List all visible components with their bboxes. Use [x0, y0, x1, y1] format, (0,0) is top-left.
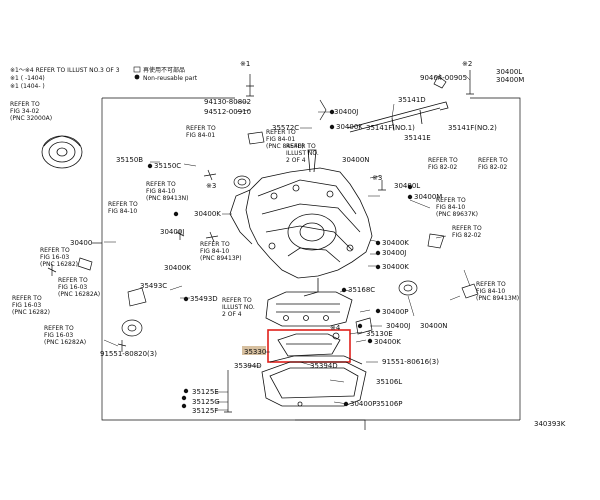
legend-sym-1: 再使用不可部品 [143, 66, 185, 74]
star-marker-1: ※1 [240, 60, 250, 68]
refer-16-03-d[interactable]: REFER TO FIG 16-03 (PNC 16282A) [44, 325, 86, 346]
star-markers: ※1 ※2 ※3 ※3 ※4 [206, 60, 472, 332]
legend-dot-icon [134, 74, 140, 80]
refer-34-02[interactable]: REFER TO FIG 34-02 (PNC 32000A) [10, 101, 52, 122]
part-94130-80802[interactable]: 94130-80802 [204, 98, 251, 106]
part-30400j-top[interactable]: 30400J [334, 108, 358, 116]
part-91551-80616[interactable]: 91551-80616(3) [382, 358, 439, 366]
part-30400k-left-2[interactable]: 30400K [164, 264, 191, 272]
part-30400l-top[interactable]: 30400L [496, 68, 522, 76]
leader-lines [103, 73, 471, 411]
part-35168c[interactable]: 35168C [348, 286, 375, 294]
refer-84-10-b[interactable]: REFER TO FIG 84-10 [108, 201, 140, 215]
legend: ※1～※4 REFER TO ILLUST NO.3 OF 3 ※1 ( -14… [10, 66, 198, 90]
part-dots [147, 109, 413, 409]
highlight-box [267, 329, 351, 363]
oil-pan [261, 361, 367, 407]
refer-82-02-b[interactable]: REFER TO FIG 82-02 [478, 157, 510, 171]
refer-84-10-c[interactable]: REFER TO FIG 84-10 (PNC 89637K) [436, 197, 478, 218]
part-35125g[interactable]: 35125G [192, 398, 220, 406]
refer-16-03-b[interactable]: REFER TO FIG 16-03 (PNC 16282A) [58, 277, 100, 298]
part-30400p-bottom[interactable]: 30400P [350, 400, 377, 408]
oil-strainer [277, 332, 341, 357]
part-35493d[interactable]: 35493D [190, 295, 218, 303]
pan-gasket [269, 355, 363, 365]
refer-16-03-a[interactable]: REFER TO FIG 16-03 (PNC 16282) [40, 247, 78, 268]
part-35394d-right[interactable]: 35394D [310, 362, 338, 370]
refer-illust-2-of-4-a[interactable]: REFER TO ILLUST NO. 2 OF 4 [286, 143, 321, 164]
part-30400m-mid[interactable]: 30400M [414, 193, 442, 201]
part-94512-00910[interactable]: 94512-00910 [204, 108, 251, 116]
small-parts [47, 70, 479, 413]
part-35493c[interactable]: 35493C [140, 282, 167, 290]
part-35125f[interactable]: 35125F [192, 407, 218, 415]
shift-shaft [347, 101, 449, 133]
part-35330[interactable]: 35330 [244, 348, 266, 356]
part-30400n-bottom[interactable]: 30400N [420, 322, 448, 330]
legend-line-3: ※1 (1404- ) [10, 83, 45, 90]
part-30400j-bottom[interactable]: 30400J [386, 322, 410, 330]
star-marker-3b: ※3 [372, 174, 382, 182]
refer-82-02-c[interactable]: REFER TO FIG 82-02 [452, 225, 484, 239]
star-marker-4: ※4 [330, 324, 341, 332]
part-30400m-top[interactable]: 30400M [496, 76, 524, 84]
assembly-frame [92, 97, 521, 430]
part-30400-assembly[interactable]: 30400 [70, 239, 92, 247]
refer-16-03-c[interactable]: REFER TO FIG 16-03 (PNC 16282) [12, 295, 50, 316]
part-35125e[interactable]: 35125E [192, 388, 219, 396]
refer-illust-2-of-4-b[interactable]: REFER TO ILLUST NO. 2 OF 4 [222, 297, 257, 318]
part-35572c[interactable]: 35572C [272, 124, 299, 132]
part-30400k-top[interactable]: 30400K [336, 123, 363, 131]
part-30400k-bottom[interactable]: 30400K [374, 338, 401, 346]
legend-line-2: ※1 ( -1404) [10, 75, 45, 82]
part-35394d-left[interactable]: 35394D [234, 362, 262, 370]
star-marker-3: ※3 [206, 182, 216, 190]
label-highlight-box [242, 346, 266, 355]
torque-converter [41, 135, 83, 169]
part-91551-80820[interactable]: 91551-80820(3) [100, 350, 157, 358]
part-35141f-no1[interactable]: 35141F(NO.1) [366, 124, 415, 132]
refer-84-10-a[interactable]: REFER TO FIG 84-10 (PNC 89413N) [146, 181, 188, 202]
legend-sym-2: Non-reusable part [143, 75, 198, 82]
part-35106p[interactable]: 35106P [376, 400, 403, 408]
part-35141f-no2[interactable]: 35141F(NO.2) [448, 124, 497, 132]
refer-84-10-e[interactable]: REFER TO FIG 84-10 (PNC 89413M) [476, 281, 519, 302]
diagram-code: 340393K [534, 420, 566, 428]
part-30400l-mid[interactable]: 30400L [394, 182, 420, 190]
part-35106l[interactable]: 35106L [376, 378, 402, 386]
legend-square-icon [133, 66, 141, 73]
part-30400k-right-1[interactable]: 30400K [382, 239, 409, 247]
part-35141d[interactable]: 35141D [398, 96, 426, 104]
valve-body [265, 291, 353, 327]
refer-82-02-a[interactable]: REFER TO FIG 82-02 [428, 157, 460, 171]
part-labels: 90464-00905 30400L 30400M 35141D 94130-8… [70, 68, 524, 415]
refer-84-10-d[interactable]: REFER TO FIG 84-10 (PNC 89413P) [200, 241, 242, 262]
part-35141e[interactable]: 35141E [404, 134, 431, 142]
part-30400j-left[interactable]: 30400J [160, 228, 184, 236]
part-30400p-right[interactable]: 30400P [382, 308, 409, 316]
part-30400k-left[interactable]: 30400K [194, 210, 221, 218]
part-35150c[interactable]: 35150C [154, 162, 181, 170]
part-30400k-right-2[interactable]: 30400K [382, 263, 409, 271]
part-30400j-right[interactable]: 30400J [382, 249, 406, 257]
refer-84-01-b[interactable]: REFER TO FIG 84-01 (PNC 84540) [266, 129, 304, 150]
refer-84-01-a[interactable]: REFER TO FIG 84-01 [186, 125, 218, 139]
refer-labels: REFER TO FIG 34-02 (PNC 32000A) REFER TO… [10, 101, 519, 346]
part-35150b[interactable]: 35150B [116, 156, 143, 164]
legend-line-1: ※1～※4 REFER TO ILLUST NO.3 OF 3 [10, 67, 120, 74]
part-90464-00905[interactable]: 90464-00905 [420, 74, 467, 82]
part-30400n-top[interactable]: 30400N [342, 156, 370, 164]
transmission-case [229, 149, 373, 297]
star-marker-2: ※2 [462, 60, 472, 68]
part-35130e[interactable]: 35130E [366, 330, 393, 338]
